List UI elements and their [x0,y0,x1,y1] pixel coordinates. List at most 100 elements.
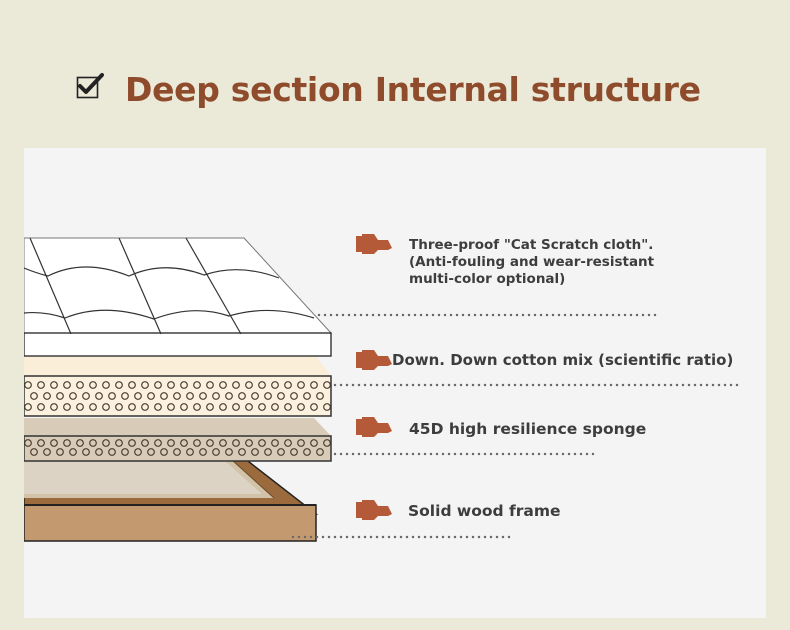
foam-hole [251,448,259,456]
foam-hole [277,392,285,400]
foam-hole [43,392,51,400]
foam-hole [76,381,84,389]
label-line: Down. Down cotton mix (scientific ratio) [392,351,734,369]
foam-hole [297,439,305,447]
foam-hole [160,448,168,456]
foam-hole [173,448,181,456]
foam-hole [284,403,292,411]
foam-hole [264,448,272,456]
foam-hole [290,448,298,456]
foam-hole [245,381,253,389]
page-title: Deep section Internal structure [125,70,701,109]
foam-hole [297,403,305,411]
foam-hole [154,381,162,389]
label-line: (Anti-fouling and wear-resistant [409,254,655,270]
foam-hole [225,448,233,456]
foam-hole [290,392,298,400]
foam-hole [167,403,175,411]
label-down: Down. Down cotton mix (scientific ratio) [392,351,733,369]
foam-hole [251,392,259,400]
leader-line-down [332,383,740,387]
foam-hole [154,439,162,447]
foam-hole [219,439,227,447]
foam-hole [141,381,149,389]
down-layer [24,356,332,417]
foam-hole [199,392,207,400]
foam-hole [173,392,181,400]
foam-hole [76,439,84,447]
foam-hole [76,403,84,411]
foam-hole [121,448,129,456]
pointing-hand-icon [356,500,392,520]
label-frame: Solid wood frame [408,502,561,520]
foam-hole [258,439,266,447]
foam-hole [219,403,227,411]
foam-hole [193,381,201,389]
foam-hole [115,381,123,389]
foam-hole [50,439,58,447]
foam-hole [271,381,279,389]
foam-hole [258,381,266,389]
foam-hole [206,403,214,411]
foam-hole [121,392,129,400]
foam-hole [50,381,58,389]
leader-line-frame [290,535,512,539]
foam-hole [238,392,246,400]
foam-hole [128,439,136,447]
foam-hole [69,392,77,400]
wood-frame-layer [24,457,319,542]
foam-hole [245,403,253,411]
foam-hole [24,403,32,411]
cloth-layer [24,237,333,357]
sponge-layer [24,418,332,462]
foam-hole [147,392,155,400]
foam-hole [102,381,110,389]
foam-hole [303,448,311,456]
foam-hole [69,448,77,456]
foam-hole [128,381,136,389]
label-line: Three-proof "Cat Scratch cloth". [409,237,654,253]
foam-hole [128,403,136,411]
foam-hole [323,439,331,447]
foam-hole [89,439,97,447]
leader-line-sponge [332,452,596,456]
foam-hole [50,403,58,411]
foam-hole [89,381,97,389]
foam-hole [43,448,51,456]
foam-hole [277,448,285,456]
foam-hole [63,403,71,411]
foam-hole [199,448,207,456]
foam-hole [82,392,90,400]
foam-hole [95,448,103,456]
layer-diagram [24,237,333,542]
foam-hole [219,381,227,389]
pointing-hand-icon [356,234,392,254]
foam-hole [102,403,110,411]
foam-hole [297,381,305,389]
foam-hole [56,448,64,456]
label-line: 45D high resilience sponge [409,420,647,438]
foam-hole [180,403,188,411]
leader-line-cloth [316,313,658,317]
foam-hole [115,439,123,447]
foam-hole [232,403,240,411]
foam-hole [212,448,220,456]
foam-hole [193,403,201,411]
foam-hole [258,403,266,411]
foam-hole [30,392,38,400]
foam-hole [108,448,116,456]
label-cloth: Three-proof "Cat Scratch cloth". (Anti-f… [409,237,654,288]
foam-hole [63,381,71,389]
foam-hole [310,403,318,411]
structure-panel: Three-proof "Cat Scratch cloth". (Anti-f… [24,148,766,618]
foam-hole [115,403,123,411]
foam-hole [63,439,71,447]
foam-hole [141,403,149,411]
foam-hole [303,392,311,400]
foam-hole [271,403,279,411]
foam-hole [206,381,214,389]
foam-hole [316,392,324,400]
foam-hole [180,381,188,389]
foam-hole [232,439,240,447]
foam-hole [238,448,246,456]
